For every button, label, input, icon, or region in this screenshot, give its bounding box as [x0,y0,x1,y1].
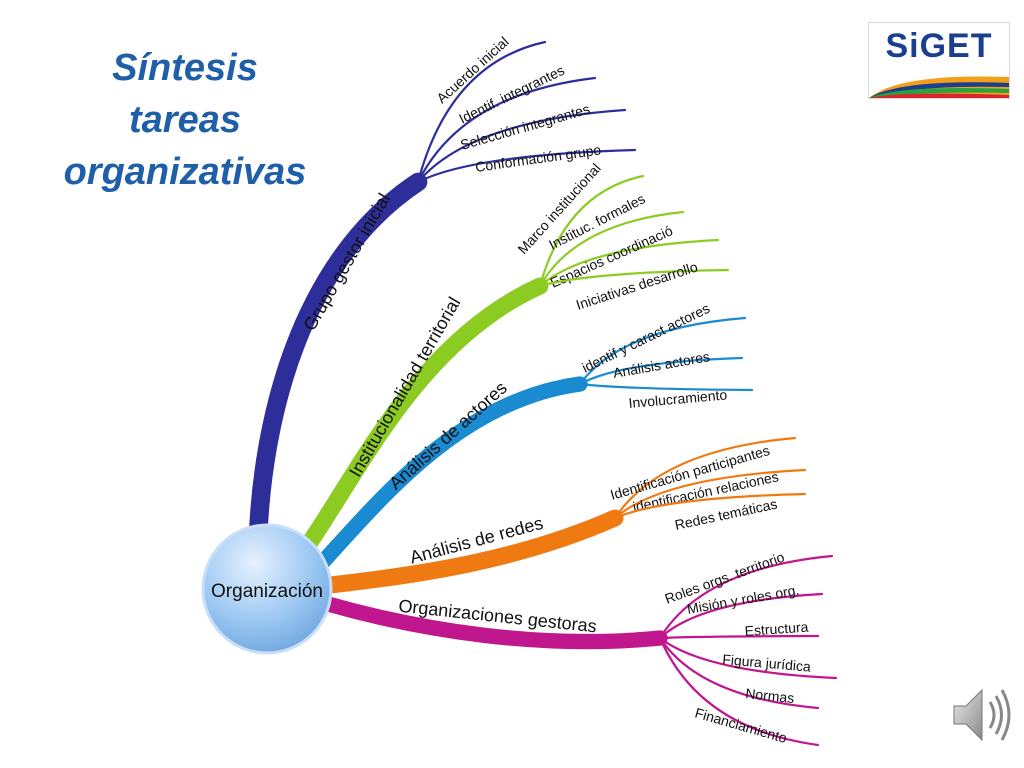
sub-branch-line [416,108,627,184]
sub-branch-line [538,268,730,288]
branch-line [297,277,549,557]
sub-branch-line [538,174,645,288]
branch-line [248,172,428,550]
slide-title: Síntesis tareas organizativas [40,42,330,198]
sub-branch-line [538,210,685,288]
title-line-3: organizativas [63,151,307,193]
branch-line [320,596,668,650]
logo-stripes-icon [869,76,1009,98]
sub-branch-line [578,382,754,392]
branch-line [321,509,624,594]
sub-branch-line [658,636,820,710]
sub-branch-line [658,634,820,640]
logo-text: SiGET [885,27,993,65]
sub-branch-label[interactable]: Involucramiento [628,386,728,411]
sub-branch-line [578,316,747,386]
center-circle [201,523,333,655]
sub-branch-line [578,356,744,386]
branch-label: Grupo gestor inicial [299,190,394,334]
title-line-1: Síntesis [112,47,258,89]
sub-branch-line [613,468,807,520]
sub-branch-line [658,636,838,680]
sub-branch-label[interactable]: Estructura [744,619,809,639]
sub-branch-line [658,592,824,640]
title-line-2: tareas [129,99,241,141]
sub-branch-line [538,238,720,288]
sub-branch-label[interactable]: Figura jurídica [722,651,812,675]
sub-branch-line [416,148,637,184]
branch-line [312,376,588,573]
speaker-icon[interactable] [946,680,1016,750]
sub-branch-line [658,554,834,640]
siget-logo: SiGET [868,22,1010,99]
sub-branch-line [416,76,597,184]
center-label: Organización [211,581,323,602]
sub-branch-label[interactable]: Normas [745,685,795,706]
sub-branch-line [613,492,807,520]
branch-label: Institucionalidad territorial [345,294,464,481]
sub-branch-label[interactable]: Financiamiento [693,705,789,747]
sub-branch-line [613,436,797,520]
sub-branch-line [658,636,820,747]
center-node[interactable]: Organización [201,523,333,655]
sub-branch-line [416,40,547,184]
